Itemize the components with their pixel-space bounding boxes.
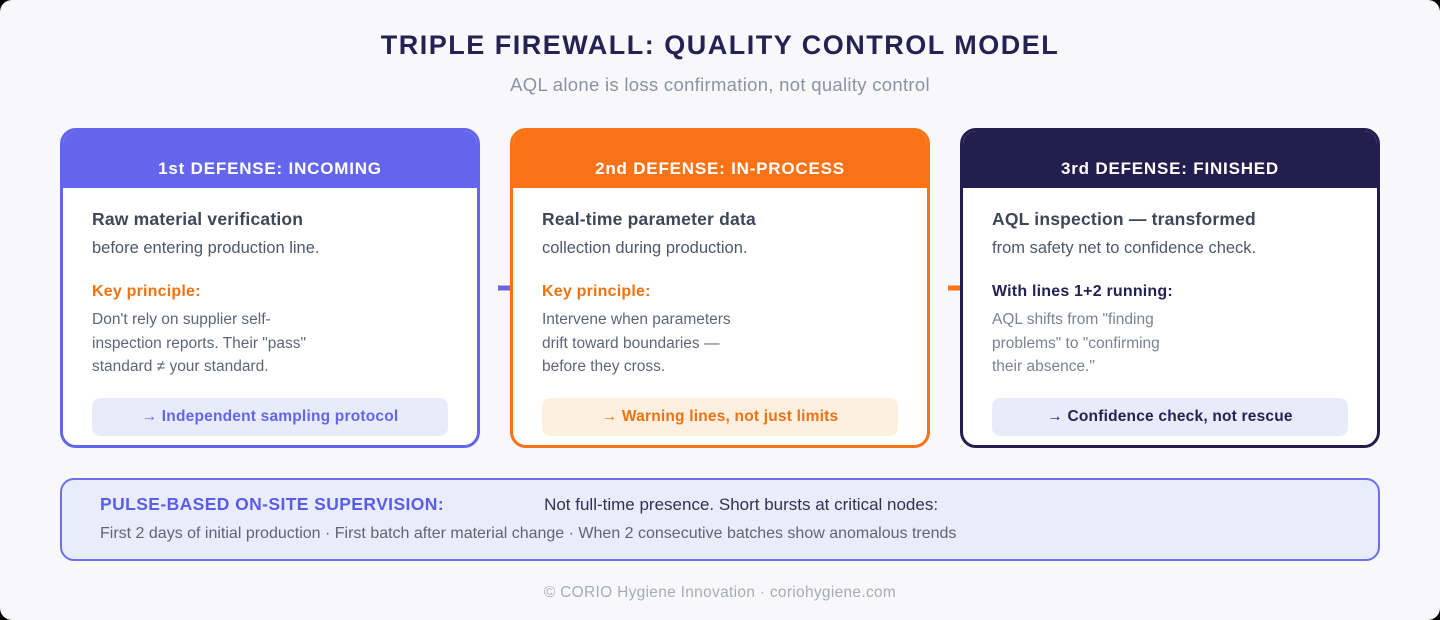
footer-credit: © CORIO Hygiene Innovation · coriohygien… bbox=[543, 584, 897, 601]
banner-headline: PULSE-BASED ON-SITE SUPERVISION: Not ful… bbox=[100, 494, 1340, 515]
card-body: Raw material verification before enterin… bbox=[63, 188, 477, 445]
card-lead: before entering production line. bbox=[92, 239, 320, 257]
key-principle-label: Key principle: bbox=[92, 283, 201, 300]
banner-detail: First 2 days of initial production · Fir… bbox=[100, 525, 957, 542]
banner-text: Not full-time presence. Short bursts at … bbox=[544, 495, 939, 514]
key-principle-label: With lines 1+2 running: bbox=[992, 283, 1173, 300]
key-principle-label: Key principle: bbox=[542, 283, 651, 300]
flow-connector-icon bbox=[498, 285, 510, 291]
card-lead: from safety net to confidence check. bbox=[992, 239, 1257, 257]
card-first-defense: 1st DEFENSE: INCOMING Raw material verif… bbox=[60, 128, 480, 448]
takeaway-pill: → Confidence check, not rescue bbox=[992, 398, 1348, 436]
card-header: 3rd DEFENSE: FINISHED bbox=[963, 131, 1377, 188]
card-title: Raw material verification bbox=[92, 209, 304, 229]
card-header: 1st DEFENSE: INCOMING bbox=[63, 131, 477, 188]
page-title: TRIPLE FIREWALL: QUALITY CONTROL MODEL bbox=[380, 30, 1060, 60]
card-title: AQL inspection — transformed bbox=[992, 209, 1256, 229]
banner-label: PULSE-BASED ON-SITE SUPERVISION: bbox=[100, 494, 445, 514]
key-principle-text: Intervene when parameters drift toward b… bbox=[542, 311, 731, 375]
card-second-defense: 2nd DEFENSE: IN-PROCESS Real-time parame… bbox=[510, 128, 930, 448]
card-header: 2nd DEFENSE: IN-PROCESS bbox=[513, 131, 927, 188]
key-principle-text: Don't rely on supplier self- inspection … bbox=[92, 311, 307, 375]
card-title: Real-time parameter data bbox=[542, 209, 756, 229]
card-lead: collection during production. bbox=[542, 239, 748, 257]
page-subtitle: AQL alone is loss confirmation, not qual… bbox=[510, 74, 930, 95]
key-principle-text: AQL shifts from "finding problems" to "c… bbox=[992, 311, 1160, 375]
defense-cards-row: 1st DEFENSE: INCOMING Raw material verif… bbox=[60, 128, 1380, 448]
card-third-defense: 3rd DEFENSE: FINISHED AQL inspection — t… bbox=[960, 128, 1380, 448]
supervision-banner: PULSE-BASED ON-SITE SUPERVISION: Not ful… bbox=[60, 478, 1380, 561]
takeaway-pill: → Independent sampling protocol bbox=[92, 398, 448, 436]
flow-connector-icon bbox=[948, 285, 960, 291]
card-body: AQL inspection — transformed from safety… bbox=[963, 188, 1377, 445]
card-body: Real-time parameter data collection duri… bbox=[513, 188, 927, 445]
takeaway-pill: → Warning lines, not just limits bbox=[542, 398, 898, 436]
